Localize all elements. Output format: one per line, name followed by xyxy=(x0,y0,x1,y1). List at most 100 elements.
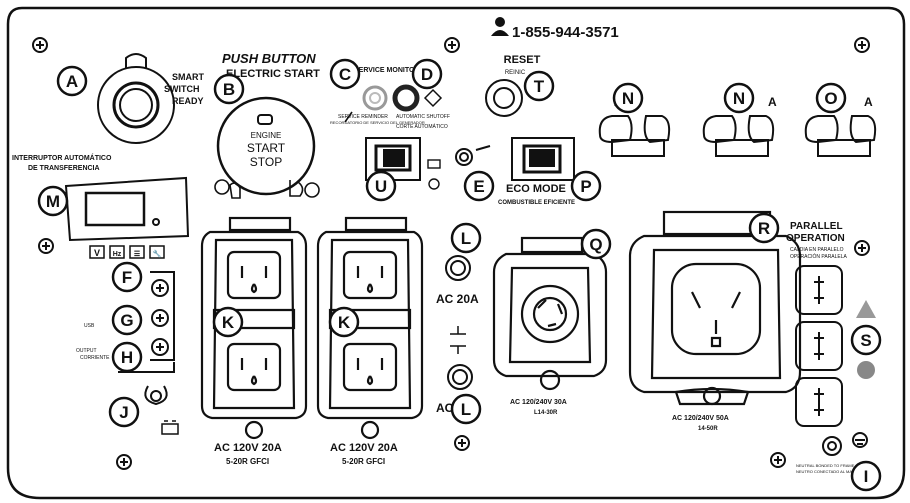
callout-s: S xyxy=(850,324,882,356)
breaker-lower[interactable] xyxy=(447,364,473,390)
callout-h: H xyxy=(111,341,143,373)
eco-mode-switch[interactable] xyxy=(511,137,575,181)
outlet-1-label: AC 120V 20A xyxy=(214,442,282,454)
reset-button[interactable] xyxy=(485,79,523,117)
svg-text:Hz: Hz xyxy=(113,251,122,258)
stop-label: STOP xyxy=(250,155,282,169)
outlet-1-sublabel: 5-20R GFCI xyxy=(226,457,269,466)
svg-text:L: L xyxy=(461,229,471,248)
svg-text:O: O xyxy=(824,89,837,108)
callout-b: B xyxy=(213,73,245,105)
svg-text:N: N xyxy=(622,89,634,108)
port-h[interactable] xyxy=(151,338,169,356)
l14-50-outlet[interactable] xyxy=(628,210,802,406)
warning-icon xyxy=(856,300,876,379)
callout-m: M xyxy=(37,185,69,217)
callout-r: R xyxy=(748,212,780,244)
svg-text:V: V xyxy=(94,248,100,258)
breaker-upper[interactable] xyxy=(445,255,471,281)
transfer-switch-label: INTERRUPTOR AUTOMÁTICO xyxy=(12,153,112,162)
battery-icon xyxy=(427,159,441,190)
upper-jack-middle[interactable]: A xyxy=(702,95,777,157)
smart-switch-knob[interactable] xyxy=(97,53,175,144)
panel-outline xyxy=(6,6,906,500)
port-f[interactable] xyxy=(151,279,169,297)
callout-d: D xyxy=(411,58,443,90)
l14-50-sublabel: 14-50R xyxy=(698,426,718,432)
svg-text:G: G xyxy=(120,311,133,330)
svg-text:P: P xyxy=(580,177,591,196)
l14-30-outlet[interactable] xyxy=(492,236,608,391)
svg-text:U: U xyxy=(375,177,387,196)
callout-l: L xyxy=(450,222,482,254)
output-label-es: CORRIENTE xyxy=(80,355,110,361)
svg-text:🔧: 🔧 xyxy=(153,249,162,258)
callout-f: F xyxy=(111,261,143,293)
push-button-subtitle: ELECTRIC START xyxy=(226,68,320,80)
parallel-title-2: OPERATION xyxy=(786,233,845,244)
e-switch-knob[interactable] xyxy=(455,145,491,166)
svg-text:I: I xyxy=(864,467,869,486)
callout-a: A xyxy=(56,65,88,97)
parallel-ports[interactable] xyxy=(795,265,843,427)
auto-shutoff-label: AUTOMATIC SHUTOFF xyxy=(396,114,450,120)
callout-j: J xyxy=(108,396,140,428)
upper-jack-right[interactable]: A xyxy=(804,95,877,157)
svg-text:E: E xyxy=(473,177,484,196)
engine-start-stop-button[interactable]: ENGINE START STOP xyxy=(216,96,316,196)
l14-30-label: AC 120/240V 30A xyxy=(510,399,567,406)
svg-text:S: S xyxy=(860,331,871,350)
meter-buttons[interactable]: V Hz ☰ 🔧 xyxy=(89,245,165,259)
auto-shutoff-label-es: CORTE AUTOMÁTICO xyxy=(396,123,448,130)
hand-press-icon xyxy=(214,179,320,199)
dc-port-j[interactable] xyxy=(144,385,168,406)
digital-meter-display xyxy=(64,176,190,242)
ground-terminal[interactable] xyxy=(822,432,868,456)
callout-o: O xyxy=(815,82,847,114)
smart-switch-label-3: READY xyxy=(172,96,204,106)
service-reminder-label: SERVICE REMINDER xyxy=(338,114,388,120)
svg-text:M: M xyxy=(46,192,60,211)
svg-text:H: H xyxy=(121,348,133,367)
callout-n: N xyxy=(612,82,644,114)
parallel-title: PARALLEL xyxy=(790,221,843,232)
side-port-strip xyxy=(118,271,175,373)
svg-text:A: A xyxy=(864,95,873,109)
eco-mode-sublabel: COMBUSTIBLE EFICIENTE xyxy=(498,200,575,206)
service-reminder-label-es: RECORDATORIO DE SERVICIO DEL GENERADOR xyxy=(330,120,425,125)
push-button-title: PUSH BUTTON xyxy=(222,51,316,66)
l14-50-label: AC 120/240V 50A xyxy=(672,415,729,422)
callout-n: N xyxy=(723,82,755,114)
smart-switch-label-2: SWITCH xyxy=(164,84,200,94)
dc-battery-icon xyxy=(161,420,179,435)
svg-text:K: K xyxy=(338,313,351,332)
eco-mode-label: ECO MODE xyxy=(506,183,566,195)
callout-t: T xyxy=(523,70,555,102)
ground-label-2: NEUTRO CONECTADO AL MARCO xyxy=(796,469,861,474)
transfer-switch-label-2: DE TRANSFERENCIA xyxy=(28,165,100,172)
ac20a-label: AC 20A xyxy=(436,292,479,306)
svg-text:A: A xyxy=(768,95,777,109)
callout-g: G xyxy=(111,304,143,336)
usb-label: USB xyxy=(84,323,95,329)
service-reminder-light xyxy=(344,85,388,123)
svg-text:J: J xyxy=(119,403,128,422)
gfci-outlet-2[interactable] xyxy=(316,216,424,440)
reset-label: RESET xyxy=(504,54,541,66)
parallel-sublabel: CALDIA EN PARALELO xyxy=(790,247,844,253)
parallel-sublabel-2: OPERACIÓN PARALELA xyxy=(790,253,848,260)
ground-label: NEUTRAL BONDED TO FRAME xyxy=(796,463,855,468)
phone-icon xyxy=(491,17,509,36)
phone-number: 1-855-944-3571 xyxy=(512,24,619,41)
callout-k: K xyxy=(328,306,360,338)
mounting-screws xyxy=(32,37,870,470)
svg-text:☰: ☰ xyxy=(134,251,140,258)
output-label: OUTPUT xyxy=(76,348,97,354)
auto-shutoff-light xyxy=(392,84,443,112)
svg-text:D: D xyxy=(421,65,433,84)
svg-text:K: K xyxy=(222,313,235,332)
port-g[interactable] xyxy=(151,309,169,327)
svg-text:L: L xyxy=(461,400,471,419)
